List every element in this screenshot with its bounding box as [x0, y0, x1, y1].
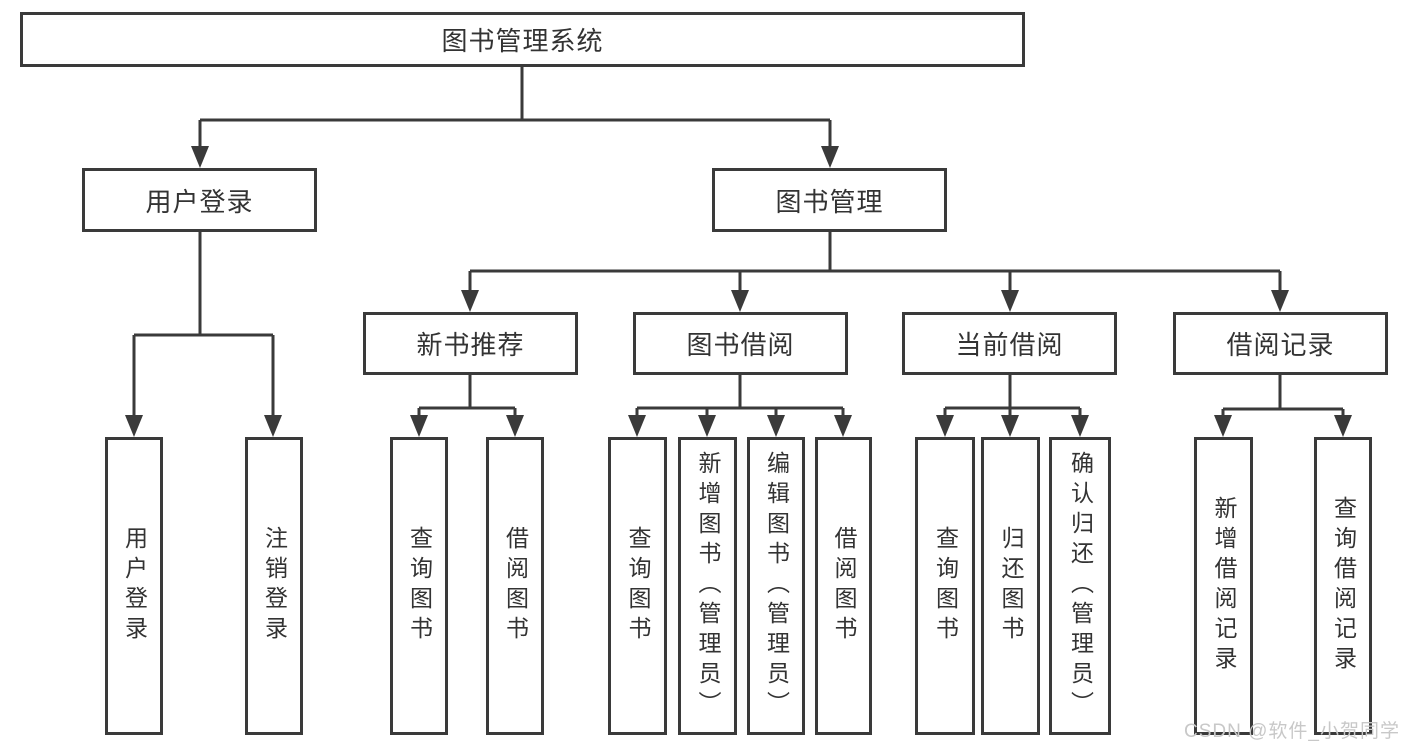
node-label: 图书管理: [775, 186, 884, 217]
arrowhead-icon: [125, 415, 143, 437]
node-current-borrow: 当前借阅: [902, 312, 1117, 375]
arrowhead-icon: [1001, 415, 1019, 437]
node-label: 用户登录: [145, 186, 254, 217]
node-query-books: 查询图书: [608, 437, 667, 735]
node-query-borrow-record: 查询借阅记录: [1314, 437, 1372, 735]
node-confirm-return-admin: 确认归还（管理员）: [1049, 437, 1111, 735]
node-label: 新书推荐: [416, 330, 525, 360]
node-label: 借阅记录: [1226, 330, 1335, 360]
node-return-book: 归还图书: [981, 437, 1040, 735]
node-query-books: 查询图书: [390, 437, 448, 735]
connector-path: [468, 232, 1282, 291]
node-new-book-recommend: 新书推荐: [363, 312, 578, 375]
node-root: 图书管理系统: [20, 12, 1025, 67]
node-label: 确认归还（管理员）: [1067, 451, 1094, 721]
node-label: 注销登录: [261, 526, 288, 646]
connector-path: [635, 375, 845, 416]
node-label: 查询图书: [625, 526, 651, 646]
arrowhead-icon: [506, 415, 524, 437]
node-label: 图书管理系统: [441, 26, 604, 56]
arrowhead-icon: [461, 290, 479, 312]
arrowhead-icon: [264, 415, 282, 437]
node-query-books: 查询图书: [915, 437, 975, 735]
node-label: 当前借阅: [955, 330, 1064, 360]
node-label: 图书借阅: [686, 330, 795, 360]
node-borrow-books: 借阅图书: [486, 437, 544, 735]
node-add-borrow-record: 新增借阅记录: [1194, 437, 1253, 735]
arrowhead-icon: [834, 415, 852, 437]
arrowhead-icon: [936, 415, 954, 437]
node-user-login: 用户登录: [82, 168, 317, 232]
arrowhead-icon: [191, 146, 209, 168]
node-label: 新增图书（管理员）: [695, 451, 721, 721]
arrowhead-icon: [731, 290, 749, 312]
node-label: 查询图书: [932, 526, 959, 646]
node-label: 归还图书: [998, 526, 1024, 646]
node-add-book-admin: 新增图书（管理员）: [678, 437, 737, 735]
node-edit-book-admin: 编辑图书（管理员）: [747, 437, 805, 735]
connector-path: [132, 232, 275, 416]
arrowhead-icon: [1071, 415, 1089, 437]
node-label: 用户登录: [121, 526, 148, 646]
arrowhead-icon: [821, 146, 839, 168]
node-borrow-books: 借阅图书: [815, 437, 872, 735]
connector-path: [198, 67, 832, 147]
connector-path: [417, 375, 517, 416]
arrowhead-icon: [1001, 290, 1019, 312]
arrowhead-icon: [1214, 415, 1232, 437]
node-book-borrow: 图书借阅: [633, 312, 848, 375]
node-borrow-records: 借阅记录: [1173, 312, 1388, 375]
node-label: 新增借阅记录: [1211, 496, 1237, 676]
connector-path: [943, 375, 1082, 416]
connector-path: [1221, 375, 1345, 416]
arrowhead-icon: [767, 415, 785, 437]
arrowhead-icon: [1334, 415, 1352, 437]
node-login-action: 用户登录: [105, 437, 163, 735]
node-logout: 注销登录: [245, 437, 303, 735]
arrowhead-icon: [698, 415, 716, 437]
watermark: CSDN @软件_小贺同学: [1184, 721, 1400, 742]
node-label: 查询借阅记录: [1330, 496, 1357, 676]
node-label: 查询图书: [406, 526, 433, 646]
arrowhead-icon: [1271, 290, 1289, 312]
node-label: 借阅图书: [831, 526, 857, 646]
node-label: 借阅图书: [502, 526, 529, 646]
arrowhead-icon: [628, 415, 646, 437]
node-book-management: 图书管理: [712, 168, 947, 232]
arrowhead-icon: [410, 415, 428, 437]
node-label: 编辑图书（管理员）: [763, 451, 790, 721]
